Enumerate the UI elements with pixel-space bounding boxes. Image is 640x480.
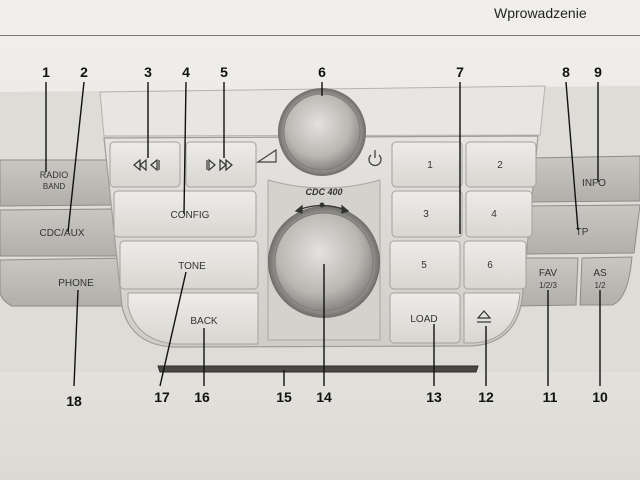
load-label: LOAD	[410, 314, 437, 325]
preset-2-label: 2	[497, 160, 503, 171]
eject-icon	[476, 310, 492, 323]
callout-8: 8	[562, 64, 570, 80]
page-header-title: Wprowadzenie	[494, 5, 587, 21]
as-button[interactable]	[579, 256, 633, 306]
callout-1: 1	[42, 64, 50, 80]
fav-sub-label: 1/2/3	[539, 281, 557, 290]
preset-1-button[interactable]	[391, 141, 463, 188]
preset-3-label: 3	[423, 209, 429, 220]
preset-3-button[interactable]	[391, 190, 463, 238]
power-icon	[368, 150, 382, 167]
callout-7: 7	[456, 64, 464, 80]
tone-label: TONE	[178, 261, 206, 272]
seek-back-button[interactable]	[109, 141, 181, 188]
cdc-aux-label: CDC/AUX	[39, 228, 84, 239]
seek-forward-icon	[206, 158, 233, 172]
callout-9: 9	[594, 64, 602, 80]
callout-11: 11	[543, 389, 558, 405]
preset-4-label: 4	[491, 209, 497, 220]
phone-label: PHONE	[58, 278, 94, 289]
band-label: BAND	[43, 182, 65, 191]
volume-ramp-icon	[256, 148, 277, 163]
callout-18: 18	[66, 393, 82, 409]
fav-label: FAV	[539, 268, 557, 279]
callout-10: 10	[592, 389, 608, 405]
config-label: CONFIG	[171, 210, 210, 221]
callout-16: 16	[194, 389, 210, 405]
preset-2-button[interactable]	[465, 141, 537, 188]
callout-12: 12	[478, 389, 494, 405]
preset-5-label: 5	[421, 260, 427, 271]
callout-15: 15	[276, 389, 292, 405]
preset-1-label: 1	[427, 160, 433, 171]
preset-5-button[interactable]	[389, 240, 461, 290]
callout-2: 2	[80, 64, 88, 80]
callout-5: 5	[220, 64, 228, 80]
seek-back-icon	[133, 158, 160, 172]
back-button[interactable]	[127, 292, 259, 345]
callout-4: 4	[182, 64, 190, 80]
preset-6-button[interactable]	[463, 240, 527, 290]
radio-label: RADIO	[40, 170, 69, 180]
callout-17: 17	[154, 389, 170, 405]
cd-slot	[157, 365, 479, 373]
callout-13: 13	[426, 389, 442, 405]
eject-button[interactable]	[463, 292, 521, 344]
seek-forward-button[interactable]	[185, 141, 257, 188]
preset-6-label: 6	[487, 260, 493, 271]
volume-power-knob[interactable]	[283, 93, 361, 171]
as-label: AS	[593, 268, 607, 279]
header-divider	[0, 35, 640, 36]
rotate-arrows-icon	[294, 202, 350, 214]
info-label: INFO	[582, 178, 606, 189]
load-button[interactable]	[389, 292, 461, 344]
preset-4-button[interactable]	[465, 190, 533, 238]
tone-button[interactable]	[119, 240, 259, 290]
model-label: CDC 400	[305, 187, 342, 197]
callout-14: 14	[316, 389, 332, 405]
callout-3: 3	[144, 64, 152, 80]
callout-6: 6	[318, 64, 326, 80]
callout-leaders	[45, 81, 601, 387]
tp-label: TP	[576, 227, 589, 238]
as-sub-label: 1/2	[594, 281, 606, 290]
back-label: BACK	[190, 316, 218, 327]
phone-button[interactable]	[0, 257, 135, 307]
